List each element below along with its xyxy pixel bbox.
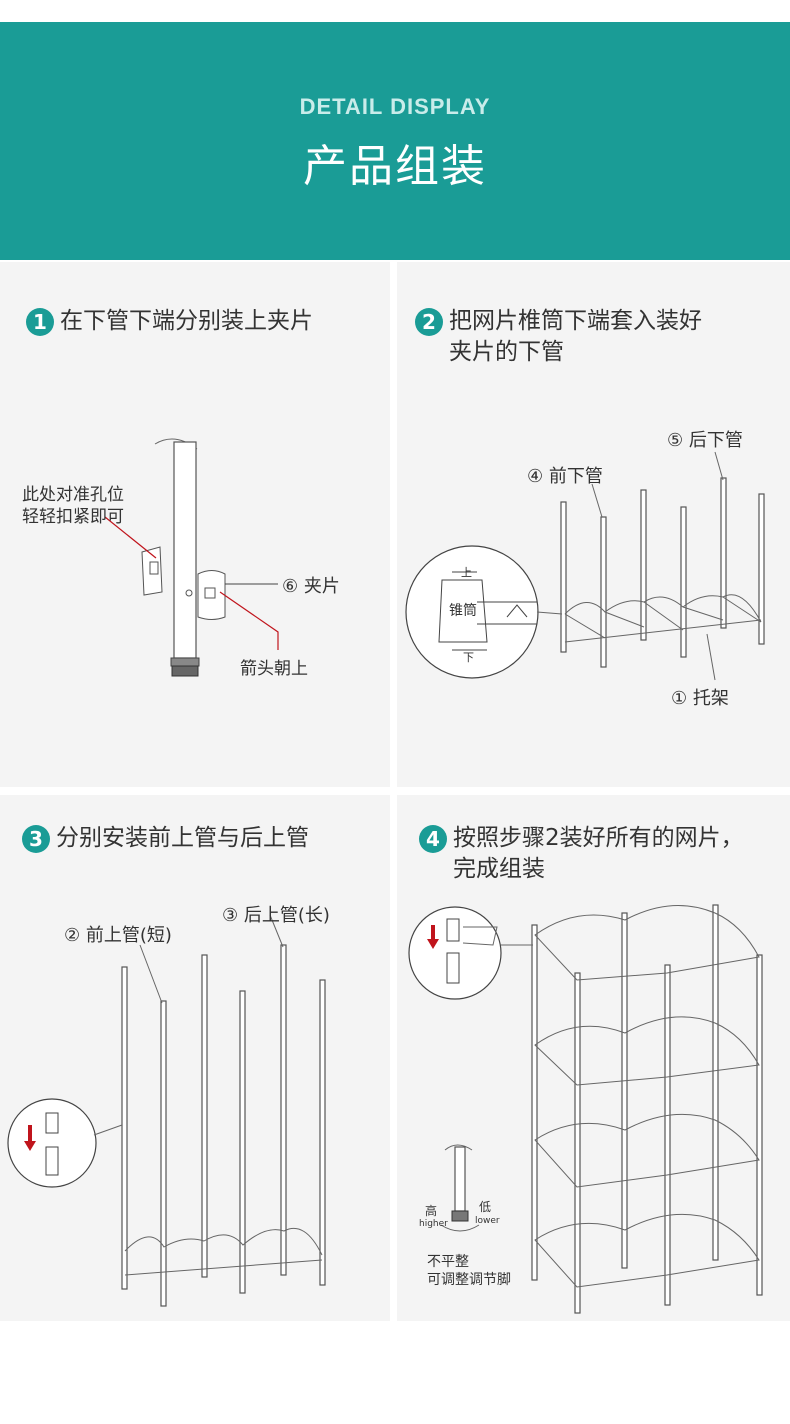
step-number: 2 [415, 308, 443, 336]
header-en-title: DETAIL DISPLAY [299, 94, 491, 119]
tighten-label: 轻轻扣紧即可 [22, 507, 124, 527]
rear-upper-pipe-label: ③ 后上管(长) [222, 905, 330, 926]
step-number: 4 [419, 825, 447, 853]
step-2-panel: 2 把网片椎筒下端套入装好 夹片的下管 ⑤ 后下管 ④ 前下管 ① 托架 锥筒 … [397, 262, 790, 787]
step-title-line-1: 按照步骤2装好所有的网片， [453, 825, 744, 851]
step-title-line-2: 完成组装 [453, 856, 545, 882]
step-2-illustration [405, 451, 765, 681]
step-title: 按照步骤2装好所有的网片， 完成组装 [453, 823, 744, 885]
step-3-illustration [7, 914, 326, 1307]
bracket-label: ① 托架 [671, 688, 729, 709]
arrow-up-label: 箭头朝上 [240, 659, 308, 679]
step-title: 在下管下端分别装上夹片 [60, 308, 313, 334]
step-4-panel: 4 按照步骤2装好所有的网片， 完成组装 高 higher 低 lowe [397, 795, 790, 1321]
clip-label: ⑥ 夹片 [282, 576, 340, 597]
front-upper-pipe-label: ② 前上管(短) [64, 925, 172, 946]
higher-en-label: higher [419, 1219, 448, 1229]
cone-label: 锥筒 [449, 603, 477, 619]
down-label: 下 [463, 651, 474, 664]
hole-align-label: 此处对准孔位 [22, 485, 124, 505]
step-title: 把网片椎筒下端套入装好 夹片的下管 [449, 306, 702, 368]
up-label: 上 [461, 566, 472, 579]
step-number: 1 [26, 308, 54, 336]
step-4-heading: 4 按照步骤2装好所有的网片， 完成组装 [419, 823, 744, 885]
step-2-heading: 2 把网片椎筒下端套入装好 夹片的下管 [415, 306, 702, 368]
lower-cn-label: 低 [479, 1200, 492, 1214]
step-3-panel: 3 分别安装前上管与后上管 ② 前上管(短) ③ 后上管(长) [0, 795, 390, 1321]
step-3-heading: 3 分别安装前上管与后上管 [22, 823, 309, 854]
step-4-illustration [408, 904, 763, 1314]
header-banner: DETAIL DISPLAY 产品组装 [0, 22, 790, 260]
front-lower-pipe-label: ④ 前下管 [527, 466, 603, 487]
adjust-foot-label: 可调整调节脚 [427, 1272, 511, 1288]
step-title-line-2: 夹片的下管 [449, 339, 564, 365]
step-1-panel: 1 在下管下端分别装上夹片 此处对准孔位 轻轻扣紧即可 ⑥ 夹片 箭头朝上 [0, 262, 390, 787]
higher-cn-label: 高 [425, 1204, 438, 1218]
step-title-line-1: 把网片椎筒下端套入装好 [449, 308, 702, 334]
step-number: 3 [22, 825, 50, 853]
uneven-label: 不平整 [427, 1254, 469, 1270]
header-cn-title: 产品组装 [303, 141, 487, 192]
step-1-heading: 1 在下管下端分别装上夹片 [26, 306, 313, 337]
step-1-illustration [104, 438, 279, 677]
step-title: 分别安装前上管与后上管 [56, 825, 309, 851]
lower-en-label: lower [475, 1216, 500, 1226]
rear-lower-pipe-label: ⑤ 后下管 [667, 430, 743, 451]
